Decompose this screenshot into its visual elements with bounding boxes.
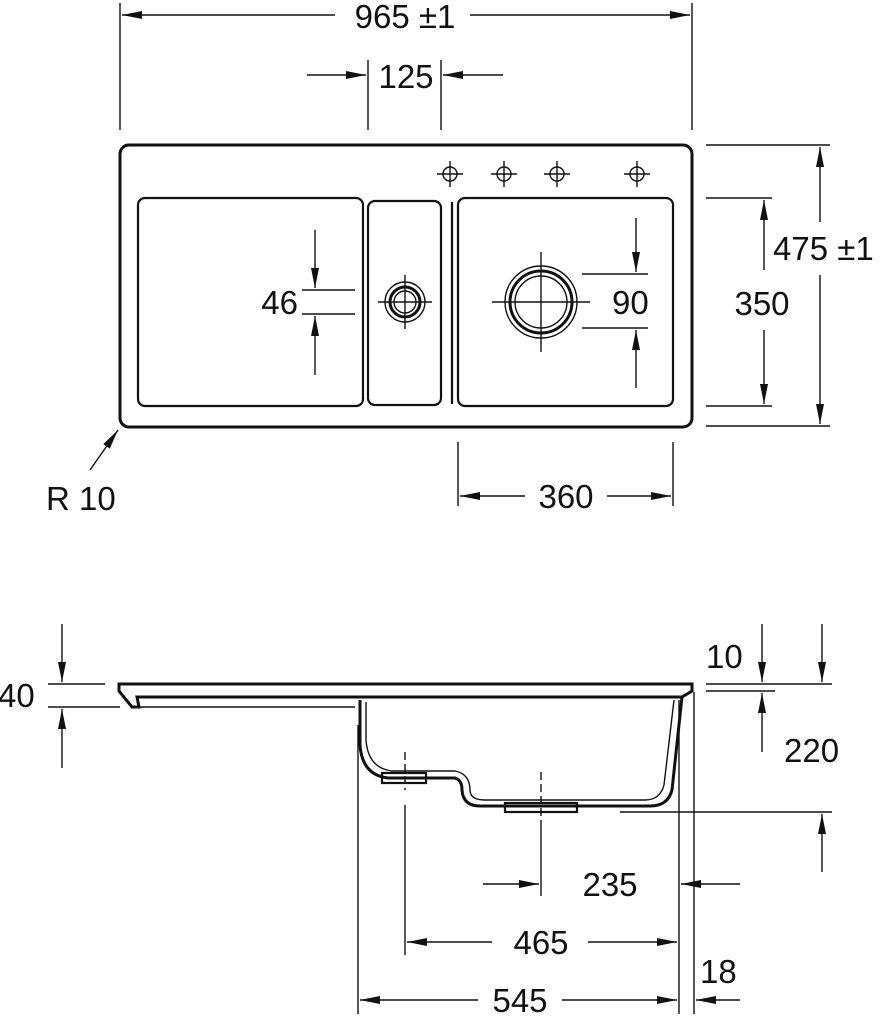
label-overall-width: 965 ±1 bbox=[355, 0, 456, 35]
label-bowl-outer: 545 bbox=[492, 982, 547, 1018]
dim-rim-thickness: 10 bbox=[706, 624, 832, 752]
tap-hole-icon bbox=[544, 161, 570, 187]
dim-bowl-outer: 545 bbox=[357, 725, 677, 1018]
label-bowl-inner: 465 bbox=[513, 924, 568, 961]
dim-rim-height: 40 bbox=[0, 624, 120, 768]
tap-hole-icon bbox=[624, 161, 650, 187]
dim-wall-offset: 18 bbox=[696, 953, 740, 1004]
dim-drain-offset: 235 bbox=[483, 820, 740, 903]
label-drain-offset: 235 bbox=[582, 866, 637, 903]
dim-bowl-inner: 465 bbox=[404, 805, 677, 961]
drainer-area bbox=[136, 196, 365, 408]
dim-tap-spacing: 125 bbox=[307, 58, 503, 130]
dim-overall-depth: 475 ±1 bbox=[706, 144, 874, 427]
dim-small-drain: 46 bbox=[261, 230, 355, 375]
bowl-profile bbox=[358, 696, 684, 808]
label-tap-spacing: 125 bbox=[378, 58, 433, 95]
main-bowl bbox=[456, 196, 675, 408]
dim-bowl-height: 220 bbox=[620, 624, 839, 872]
dim-overall-width: 965 ±1 bbox=[119, 0, 693, 130]
dim-bowl-width: 360 bbox=[457, 442, 674, 515]
label-rim-height: 40 bbox=[0, 677, 35, 714]
label-main-drain: 90 bbox=[612, 284, 649, 321]
sink-outline bbox=[118, 143, 694, 429]
top-view: 965 ±1 125 46 90 bbox=[46, 0, 874, 517]
small-drain bbox=[378, 275, 432, 329]
dim-bowl-depth: 350 bbox=[706, 197, 790, 407]
label-bowl-depth: 350 bbox=[734, 285, 789, 322]
label-bowl-height: 220 bbox=[784, 732, 839, 769]
side-view: 40 10 220 235 bbox=[0, 624, 839, 1018]
dim-corner-radius: R 10 bbox=[46, 429, 119, 517]
small-drain-stub bbox=[380, 771, 428, 785]
label-wall-offset: 18 bbox=[700, 953, 737, 990]
label-bowl-width: 360 bbox=[538, 478, 593, 515]
tap-hole-icon bbox=[437, 161, 463, 187]
label-rim-thickness: 10 bbox=[706, 638, 743, 675]
tap-hole-icons bbox=[437, 161, 650, 187]
label-overall-depth: 475 ±1 bbox=[773, 230, 874, 267]
rim-profile bbox=[117, 682, 694, 709]
tap-hole-icon bbox=[491, 161, 517, 187]
label-small-drain: 46 bbox=[261, 284, 298, 321]
dim-main-drain: 90 bbox=[582, 218, 649, 388]
main-drain bbox=[492, 252, 590, 352]
small-bowl bbox=[366, 199, 443, 407]
label-corner-radius: R 10 bbox=[46, 480, 116, 517]
